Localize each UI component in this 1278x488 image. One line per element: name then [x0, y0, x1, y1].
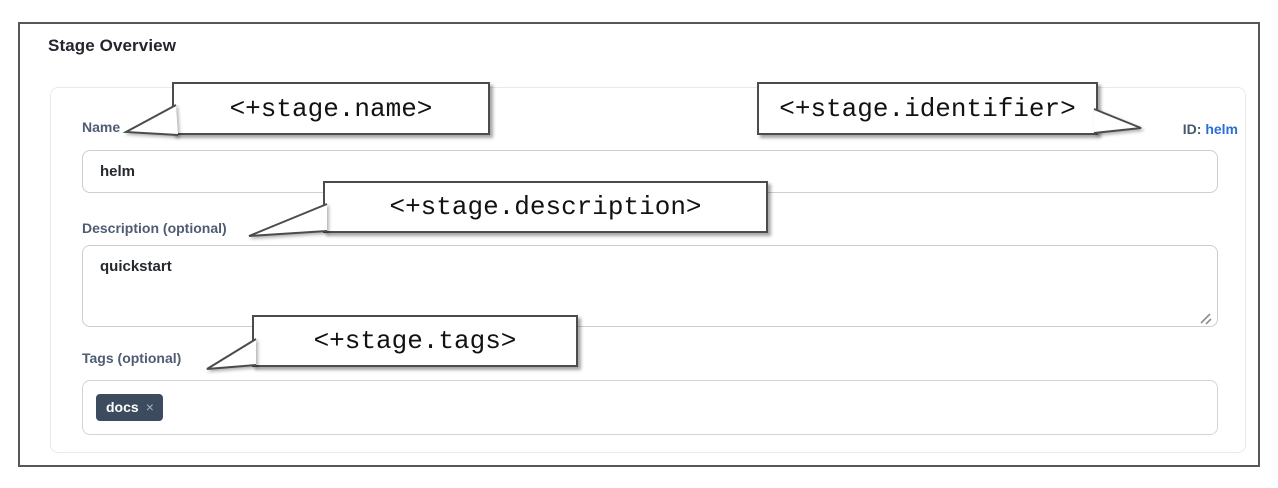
id-prefix-label: ID:: [1182, 121, 1202, 137]
callout-stage-identifier-text: <+stage.identifier>: [779, 93, 1076, 124]
tag-chip: docs ×: [96, 394, 163, 421]
name-label: Name: [82, 119, 121, 135]
callout-stage-tags: <+stage.tags>: [252, 315, 578, 367]
callout-stage-name-text: <+stage.name>: [229, 93, 433, 124]
callout-stage-description: <+stage.description>: [323, 181, 768, 233]
stage-id: ID: helm: [1183, 121, 1238, 137]
description-label: Description (optional): [82, 220, 227, 236]
tag-chip-text: docs: [106, 399, 139, 415]
tags-input[interactable]: docs ×: [82, 380, 1218, 435]
description-textarea[interactable]: quickstart: [82, 245, 1218, 327]
id-value-link[interactable]: helm: [1205, 121, 1238, 137]
tags-label: Tags (optional): [82, 350, 182, 366]
callout-stage-description-text: <+stage.description>: [389, 192, 702, 222]
callout-stage-identifier: <+stage.identifier>: [757, 82, 1098, 135]
callout-stage-name: <+stage.name>: [172, 82, 490, 135]
callout-stage-tags-text: <+stage.tags>: [313, 326, 517, 356]
page-title: Stage Overview: [48, 36, 177, 55]
textarea-resize-handle-icon[interactable]: [1198, 312, 1213, 325]
tag-remove-icon[interactable]: ×: [145, 399, 154, 415]
